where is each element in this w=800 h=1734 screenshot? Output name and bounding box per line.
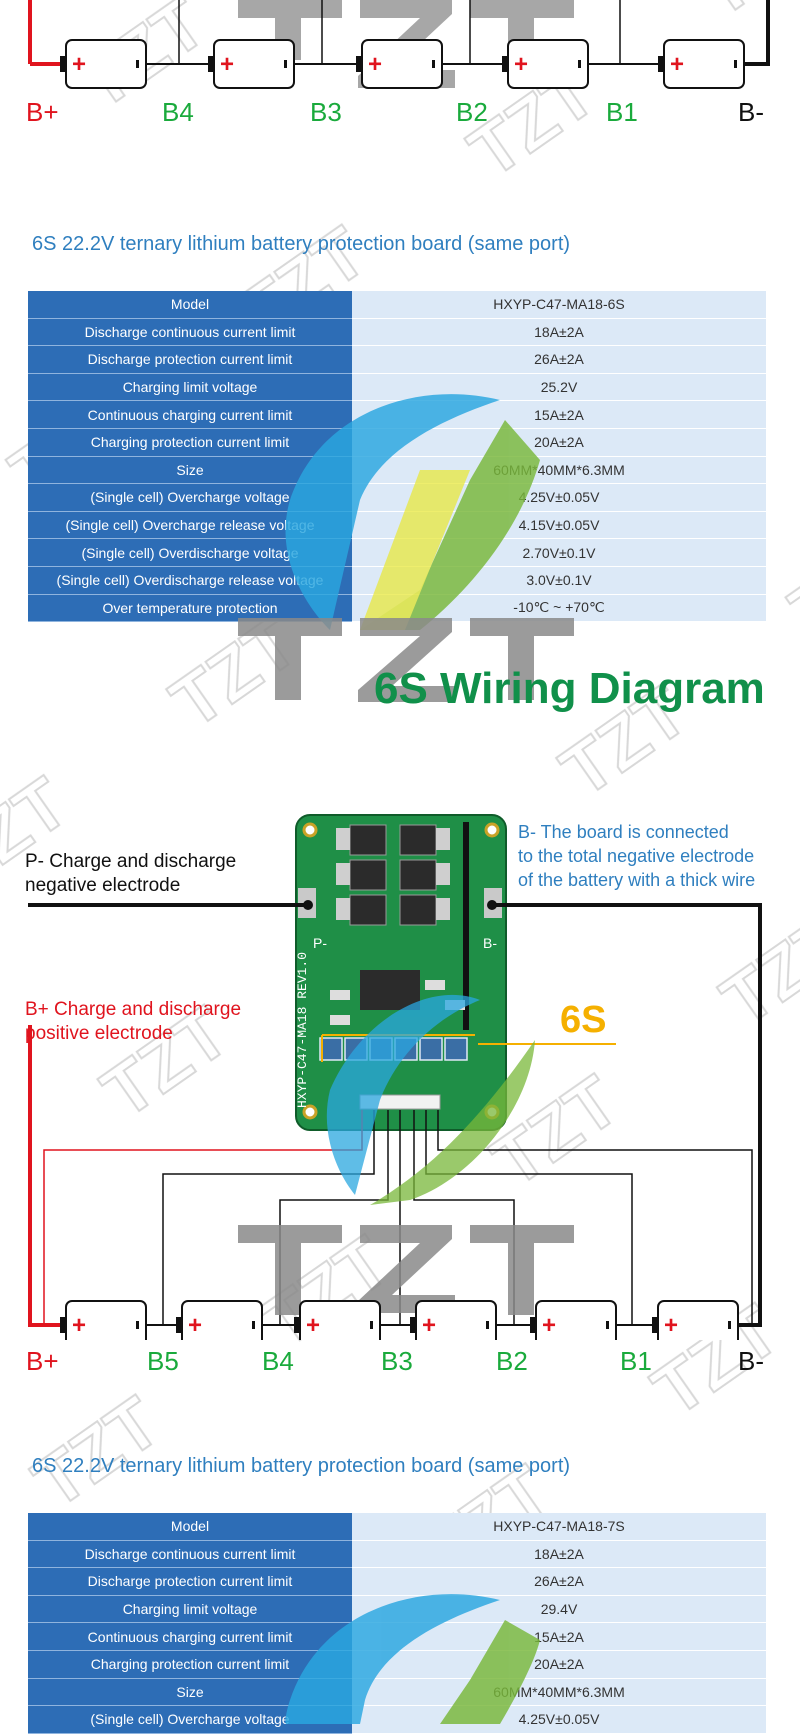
label-b-plus: B+: [26, 1346, 59, 1376]
spec-value: 25.2V: [352, 373, 766, 402]
b-minus-note-line-1: B- The board is connected: [518, 822, 729, 842]
spec-value: 18A±2A: [352, 318, 766, 347]
b-plus-note-line-1: B+ Charge and discharge: [25, 999, 242, 1020]
spec-key: Model: [28, 291, 352, 319]
svg-text:+: +: [542, 1312, 556, 1339]
spec-row: (Single cell) Overdischarge release volt…: [28, 566, 766, 595]
label-b1: B1: [620, 1346, 652, 1376]
b-plus-note: B+ Charge and discharge positive electro…: [25, 998, 241, 1046]
p-minus-note-line-1: P- Charge and discharge: [25, 851, 237, 872]
battery-cell-icon: +: [208, 39, 295, 89]
svg-text:+: +: [514, 51, 528, 78]
pad-b-text: B-: [483, 935, 497, 951]
spec-key: Model: [28, 1513, 352, 1541]
svg-text:+: +: [664, 1312, 678, 1339]
label-b4-top: B4: [162, 97, 194, 127]
spec-key: Discharge protection current limit: [28, 345, 352, 374]
spec-key: Charging limit voltage: [28, 1595, 352, 1624]
label-b2-top: B2: [456, 97, 488, 127]
p-minus-note: P- Charge and discharge negative electro…: [25, 850, 236, 898]
spec-key: Charging protection current limit: [28, 428, 352, 457]
battery-cell-icon: +: [502, 39, 589, 89]
spec-value: HXYP-C47-MA18-6S: [352, 291, 766, 319]
tzt-logo-overlay-2: [285, 1594, 540, 1724]
svg-text:+: +: [72, 1312, 86, 1339]
label-b-minus-top: B-: [738, 97, 764, 127]
svg-text:+: +: [670, 51, 684, 78]
spec-value: 29.4V: [352, 1595, 766, 1624]
label-b-minus: B-: [738, 1346, 764, 1376]
label-b-plus-top: B+: [26, 97, 59, 127]
battery-cell-icon: +: [294, 1300, 381, 1340]
spec-key: Charging protection current limit: [28, 1650, 352, 1679]
b-plus-note-line-2: positive electrode: [25, 1023, 173, 1044]
label-b2: B2: [496, 1346, 528, 1376]
spec-value: 20A±2A: [352, 1650, 766, 1679]
spec-value: HXYP-C47-MA18-7S: [352, 1513, 766, 1541]
svg-text:+: +: [422, 1312, 436, 1339]
tzt-logo-overlay-1: [238, 394, 574, 702]
label-b3-top: B3: [310, 97, 342, 127]
spec-value: 26A±2A: [352, 345, 766, 374]
battery-cell-icon: +: [60, 1300, 147, 1340]
protection-board: [295, 814, 507, 1131]
battery-cell-icon: +: [60, 39, 147, 89]
p-minus-note-line-2: negative electrode: [25, 875, 181, 896]
b-minus-note: B- The board is connected to the total n…: [518, 820, 755, 892]
svg-text:+: +: [72, 51, 86, 78]
spec-key: Continuous charging current limit: [28, 400, 352, 429]
label-b3: B3: [381, 1346, 413, 1376]
section2-subtitle: 6S 22.2V ternary lithium battery protect…: [32, 1455, 571, 1477]
battery-cell-icon: +: [176, 1300, 263, 1340]
spec-key: Discharge continuous current limit: [28, 318, 352, 347]
spec-key: Size: [28, 456, 352, 485]
top-wiring-diagram: + + + + +: [28, 0, 770, 89]
svg-text:+: +: [220, 51, 234, 78]
spec-value: 18A±2A: [352, 1540, 766, 1569]
battery-cell-icon: +: [658, 39, 745, 89]
board-model-text: HXYP-C47-MA18 REV1.0: [295, 952, 310, 1108]
battery-cell-icon: +: [652, 1300, 739, 1340]
b-minus-note-line-3: of the battery with a thick wire: [518, 870, 756, 890]
spec-key: (Single cell) Overdischarge release volt…: [28, 566, 352, 595]
b-minus-note-line-2: to the total negative electrode: [518, 846, 755, 866]
section1-subtitle: 6S 22.2V ternary lithium battery protect…: [32, 233, 571, 255]
spec-value: 60MM*40MM*6.3MM: [352, 1678, 766, 1707]
label-b4: B4: [262, 1346, 294, 1376]
wiring-heading: 6S Wiring Diagram: [374, 664, 765, 713]
spec-value: 26A±2A: [352, 1567, 766, 1596]
spec-key: Continuous charging current limit: [28, 1622, 352, 1651]
pad-p-text: P-: [313, 935, 327, 951]
svg-text:+: +: [368, 51, 382, 78]
cell-count-label: 6S: [560, 999, 606, 1041]
battery-cell-icon: +: [410, 1300, 497, 1340]
svg-text:+: +: [306, 1312, 320, 1339]
label-b1-top: B1: [606, 97, 638, 127]
label-b5: B5: [147, 1346, 179, 1376]
spec-key: Charging limit voltage: [28, 373, 352, 402]
spec-key: Discharge continuous current limit: [28, 1540, 352, 1569]
spec-key: Over temperature protection: [28, 594, 352, 623]
spec-key: Discharge protection current limit: [28, 1567, 352, 1596]
svg-text:+: +: [188, 1312, 202, 1339]
battery-cell-icon: +: [356, 39, 443, 89]
wiring-diagram-6s: P- B- HXYP-C47-MA18 REV1.0 6S + + + + + +: [28, 814, 762, 1340]
battery-cell-icon: +: [530, 1300, 617, 1340]
